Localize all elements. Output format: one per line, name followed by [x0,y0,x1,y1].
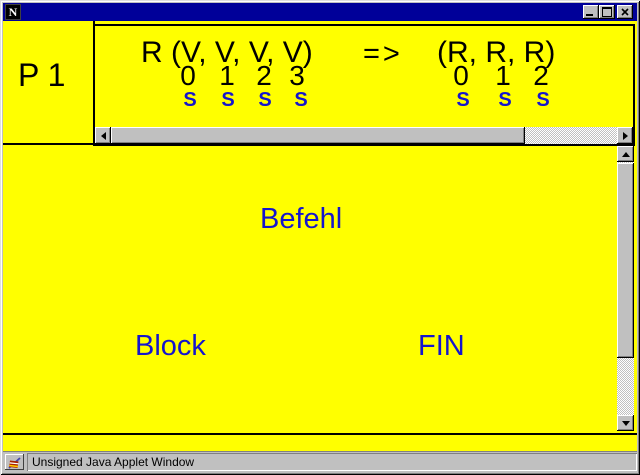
status-message: Unsigned Java Applet Window [27,453,637,471]
signature-args: R (V, V, V, V) [141,36,313,69]
maximize-button[interactable] [599,5,615,19]
result-stack-1[interactable]: S [498,89,512,111]
applet-canvas: P 1 R (V, V, V, V) => (R, R, R) 0 1 2 3 … [3,21,637,451]
arg-stack-2[interactable]: S [258,89,272,111]
canvas-bottom-border [3,433,637,435]
result-stack-0[interactable]: S [456,89,470,111]
minimize-icon [586,14,593,16]
netscape-n-icon: N [6,5,20,19]
signature-arrow: => [363,38,403,70]
close-button[interactable] [617,5,633,19]
horizontal-scrollbar[interactable] [95,127,633,144]
befehl-label[interactable]: Befehl [260,203,343,235]
signature-result: (R, R, R) [437,36,556,69]
arg-stack-1[interactable]: S [221,89,235,111]
scroll-left-button[interactable] [95,127,111,144]
maximize-icon [602,7,612,17]
scroll-up-button[interactable] [617,146,634,162]
titlebar[interactable]: N [3,3,637,21]
arg-index-0: 0 [180,60,196,91]
fin-label[interactable]: FIN [418,330,465,362]
block-label[interactable]: Block [135,330,206,362]
result-index-0: 0 [453,60,469,91]
scroll-down-button[interactable] [617,415,634,431]
process-cell[interactable]: P 1 [3,21,95,145]
arg-index-3: 3 [289,60,305,91]
arg-stack-0[interactable]: S [183,89,197,111]
arrow-right-icon [622,131,628,140]
arrow-left-icon [100,131,106,140]
vertical-scrollbar-thumb[interactable] [617,163,634,358]
unsigned-applet-flag-icon [5,454,24,470]
result-index-1: 1 [495,60,511,91]
result-stack-2[interactable]: S [536,89,550,111]
statusbar: Unsigned Java Applet Window [3,451,637,472]
result-index-2: 2 [533,60,549,91]
horizontal-scrollbar-thumb[interactable] [111,127,525,144]
signature-panel: R (V, V, V, V) => (R, R, R) 0 1 2 3 S S … [93,24,635,146]
arg-index-1: 1 [219,60,235,91]
arg-index-2: 2 [256,60,272,91]
arg-stack-3[interactable]: S [294,89,308,111]
minimize-button[interactable] [583,5,599,19]
arrow-down-icon [621,420,630,426]
arrow-up-icon [621,151,630,157]
vertical-scrollbar[interactable] [617,146,634,431]
close-icon [621,8,629,16]
window-controls [583,5,633,19]
scroll-right-button[interactable] [617,127,633,144]
process-label: P 1 [18,57,66,93]
